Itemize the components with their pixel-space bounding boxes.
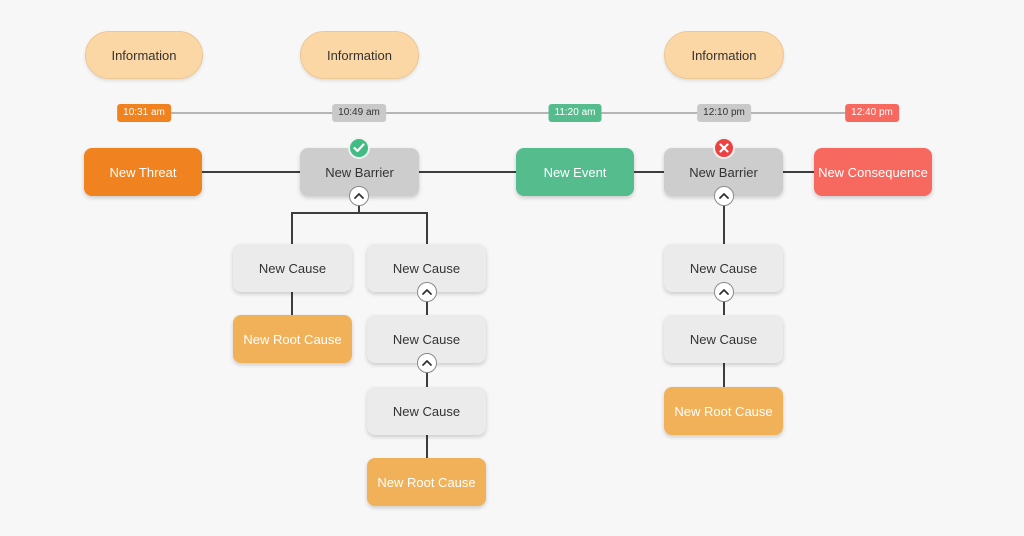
info-button-label: Information — [111, 47, 177, 63]
timeline-badge[interactable]: 10:31 am — [117, 104, 171, 122]
root-cause-label: New Root Cause — [674, 403, 773, 419]
threat-label: New Threat — [109, 164, 177, 180]
chevron-up-icon[interactable] — [714, 186, 734, 206]
cause-label: New Cause — [258, 260, 327, 276]
root-cause-node[interactable]: New Root Cause — [367, 458, 486, 506]
consequence-label: New Consequence — [818, 164, 928, 180]
threat-node[interactable]: New Threat — [84, 148, 202, 196]
info-button-label: Information — [691, 47, 757, 63]
cause-node[interactable]: New Cause — [367, 387, 486, 435]
cause-label: New Cause — [392, 260, 461, 276]
cause-node[interactable]: New Cause — [664, 315, 783, 363]
chevron-up-icon[interactable] — [349, 186, 369, 206]
timeline-badge[interactable]: 11:20 am — [548, 104, 602, 122]
info-button-barrier-left[interactable]: Information — [300, 31, 419, 79]
cause-label: New Cause — [689, 331, 758, 347]
root-cause-node[interactable]: New Root Cause — [233, 315, 352, 363]
x-circle-icon[interactable] — [713, 137, 735, 159]
check-circle-icon[interactable] — [348, 137, 370, 159]
timeline-badge[interactable]: 12:40 pm — [845, 104, 899, 122]
event-label: New Event — [543, 164, 607, 180]
chevron-up-icon[interactable] — [417, 282, 437, 302]
cause-node[interactable]: New Cause — [233, 244, 352, 292]
barrier-label: New Barrier — [325, 164, 394, 180]
barrier-label: New Barrier — [689, 164, 758, 180]
cause-label: New Cause — [689, 260, 758, 276]
root-cause-label: New Root Cause — [377, 474, 476, 490]
info-button-threat[interactable]: Information — [85, 31, 203, 79]
root-cause-label: New Root Cause — [243, 331, 342, 347]
cause-label: New Cause — [392, 331, 461, 347]
info-button-barrier-right[interactable]: Information — [664, 31, 784, 79]
timeline-badge[interactable]: 12:10 pm — [697, 104, 751, 122]
root-cause-node[interactable]: New Root Cause — [664, 387, 783, 435]
event-node[interactable]: New Event — [516, 148, 634, 196]
consequence-node[interactable]: New Consequence — [814, 148, 932, 196]
chevron-up-icon[interactable] — [714, 282, 734, 302]
info-button-label: Information — [326, 47, 393, 63]
cause-node[interactable]: New Cause — [664, 244, 783, 292]
timeline-badge[interactable]: 10:49 am — [332, 104, 386, 122]
cause-label: New Cause — [392, 403, 461, 419]
chevron-up-icon[interactable] — [417, 353, 437, 373]
